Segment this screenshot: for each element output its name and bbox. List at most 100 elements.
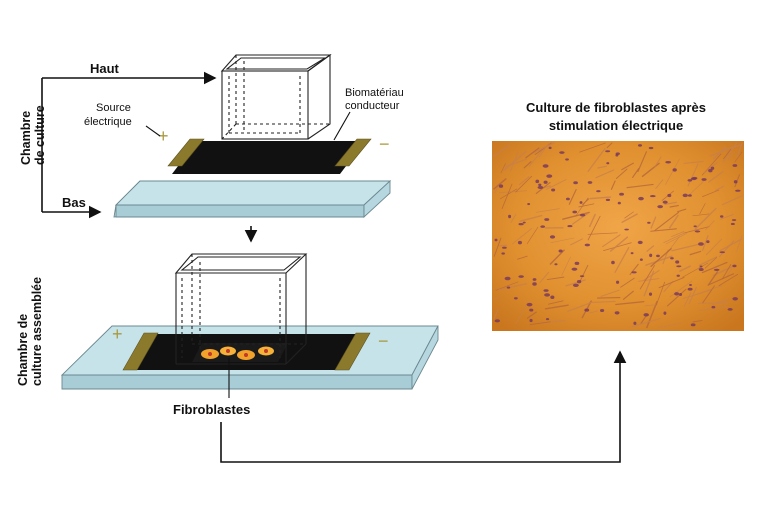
cell-nucleus [694, 230, 701, 233]
cell-nucleus [498, 184, 504, 188]
cell-nucleus [624, 228, 629, 231]
cell-fiber [687, 163, 699, 187]
label-fibroblastes: Fibroblastes [173, 402, 250, 417]
cell-fiber [682, 289, 712, 299]
cell-nucleus [731, 219, 737, 221]
cell-nucleus [548, 146, 552, 150]
cell-nucleus [637, 144, 643, 147]
cell-nucleus [535, 179, 540, 184]
cell-nucleus [605, 150, 611, 153]
pointer-source [145, 125, 161, 137]
cell-fiber [626, 183, 654, 189]
connector-arrow [220, 350, 627, 463]
cell-nucleus [567, 224, 573, 228]
culture-well-assembled [174, 253, 308, 365]
fibroblast-micrograph [492, 141, 744, 331]
cell-nucleus [711, 305, 716, 309]
cell-fiber [641, 162, 660, 178]
cell-nucleus [527, 202, 531, 206]
cell-nucleus [701, 178, 707, 181]
cell-nucleus [542, 164, 549, 168]
cell-nucleus [596, 190, 601, 193]
cell-fiber [702, 235, 709, 251]
cell-fiber [687, 179, 706, 197]
cell-fiber [710, 149, 728, 157]
cell-fiber [694, 207, 717, 230]
cell-fiber [549, 249, 565, 265]
cell-nucleus [672, 168, 677, 172]
cell-nucleus [494, 238, 498, 242]
cell-nucleus [572, 283, 579, 287]
cell-fiber [677, 208, 687, 213]
cell-nucleus [573, 181, 578, 185]
cell-nucleus [550, 295, 555, 300]
cell-fiber [550, 237, 575, 244]
cell-fiber [689, 250, 702, 256]
cell-fiber [734, 174, 740, 188]
cell-nucleus [619, 192, 624, 196]
cell-nucleus [554, 263, 558, 266]
cell-fiber [493, 308, 499, 320]
cell-fiber [645, 255, 673, 266]
cell-nucleus [690, 177, 697, 181]
cell-fiber [504, 158, 527, 168]
cell-fiber [707, 271, 719, 286]
cell-fiber [578, 203, 595, 208]
cell-nucleus [682, 193, 688, 198]
minus-sign-bottom: − [378, 331, 389, 351]
cell-fiber [646, 245, 655, 252]
cell-nucleus [584, 243, 591, 247]
cell-fiber [646, 300, 658, 329]
svg-text:Chambre de: Chambre de [16, 314, 30, 386]
cell-fiber [705, 220, 715, 231]
cell-nucleus [732, 264, 737, 268]
cell-fiber [596, 296, 621, 299]
cell-fiber [499, 190, 528, 194]
cell-fiber [718, 273, 739, 287]
cell-fiber [637, 151, 647, 173]
cell-fiber [650, 216, 657, 229]
cell-fiber [587, 232, 618, 235]
cell-fiber [708, 273, 735, 286]
svg-text:conducteur: conducteur [345, 100, 400, 112]
cell-fiber [655, 179, 664, 189]
cell-nucleus [544, 293, 551, 297]
cell-nucleus [667, 193, 672, 198]
cell-nucleus [693, 225, 697, 228]
cell-nucleus [637, 240, 643, 245]
cell-fiber [493, 237, 502, 257]
cell-fiber [657, 322, 681, 329]
cell-fiber [587, 215, 601, 241]
cell-fiber [668, 214, 679, 229]
cell-nucleus [615, 153, 619, 157]
cell-fiber [587, 147, 606, 173]
cell-fiber [510, 214, 517, 224]
cell-nucleus [679, 292, 683, 296]
cell-fiber [561, 256, 571, 276]
cell-nucleus [537, 185, 544, 190]
cell-fiber [705, 238, 723, 256]
cell-fiber [679, 265, 691, 272]
cell-nucleus [643, 313, 649, 317]
cell-fiber [566, 302, 592, 313]
cell-nucleus [687, 194, 692, 197]
cell-fiber [493, 178, 507, 190]
cell-fiber [606, 142, 613, 149]
cell-fiber [610, 180, 616, 190]
cell-fiber [629, 263, 639, 275]
cell-nucleus [656, 254, 660, 258]
cell-nucleus [502, 246, 507, 249]
cell-fiber [519, 214, 543, 222]
cell-nucleus [639, 258, 643, 261]
cell-fiber [614, 247, 630, 273]
cell-fiber [688, 286, 697, 305]
cell-nucleus [698, 268, 704, 271]
cell-nucleus [579, 213, 586, 217]
cell-fiber [589, 310, 599, 314]
cell-fiber [669, 204, 679, 208]
fibroblast-cells [192, 343, 288, 362]
cell-fiber [568, 189, 577, 205]
cell-nucleus [710, 166, 715, 170]
cell-fiber [638, 278, 660, 282]
cell-nucleus [576, 279, 582, 284]
